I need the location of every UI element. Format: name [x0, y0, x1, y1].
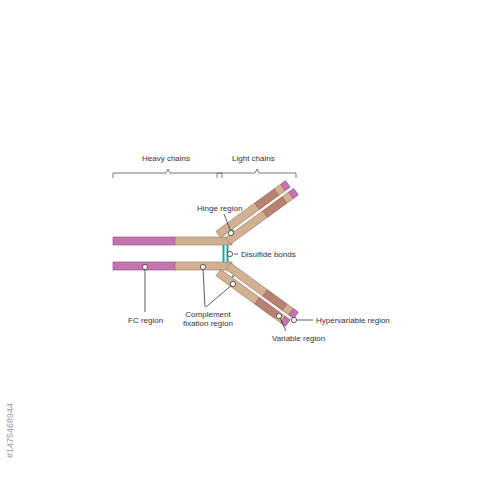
- callout-label: Complement fixation region: [178, 310, 238, 328]
- disulfide-bonds: [224, 245, 228, 262]
- light-chain-brace: [217, 169, 296, 178]
- callout-label: FC region: [128, 316, 163, 325]
- callout-label: Hinge region: [197, 204, 242, 213]
- part-label: Heavy chains: [142, 154, 190, 163]
- callout-label: Hypervariable region: [316, 316, 390, 325]
- heavy-chain-stem: [113, 237, 232, 270]
- part-label: Light chains: [232, 154, 275, 163]
- callout-label: Variable region: [272, 334, 325, 343]
- upper-arm: [216, 179, 298, 246]
- callout-label: Disulfide bonds: [241, 250, 296, 259]
- heavy-chain-brace: [113, 169, 222, 178]
- watermark-number: #1475468944: [6, 403, 15, 458]
- leader-lines: [142, 214, 313, 331]
